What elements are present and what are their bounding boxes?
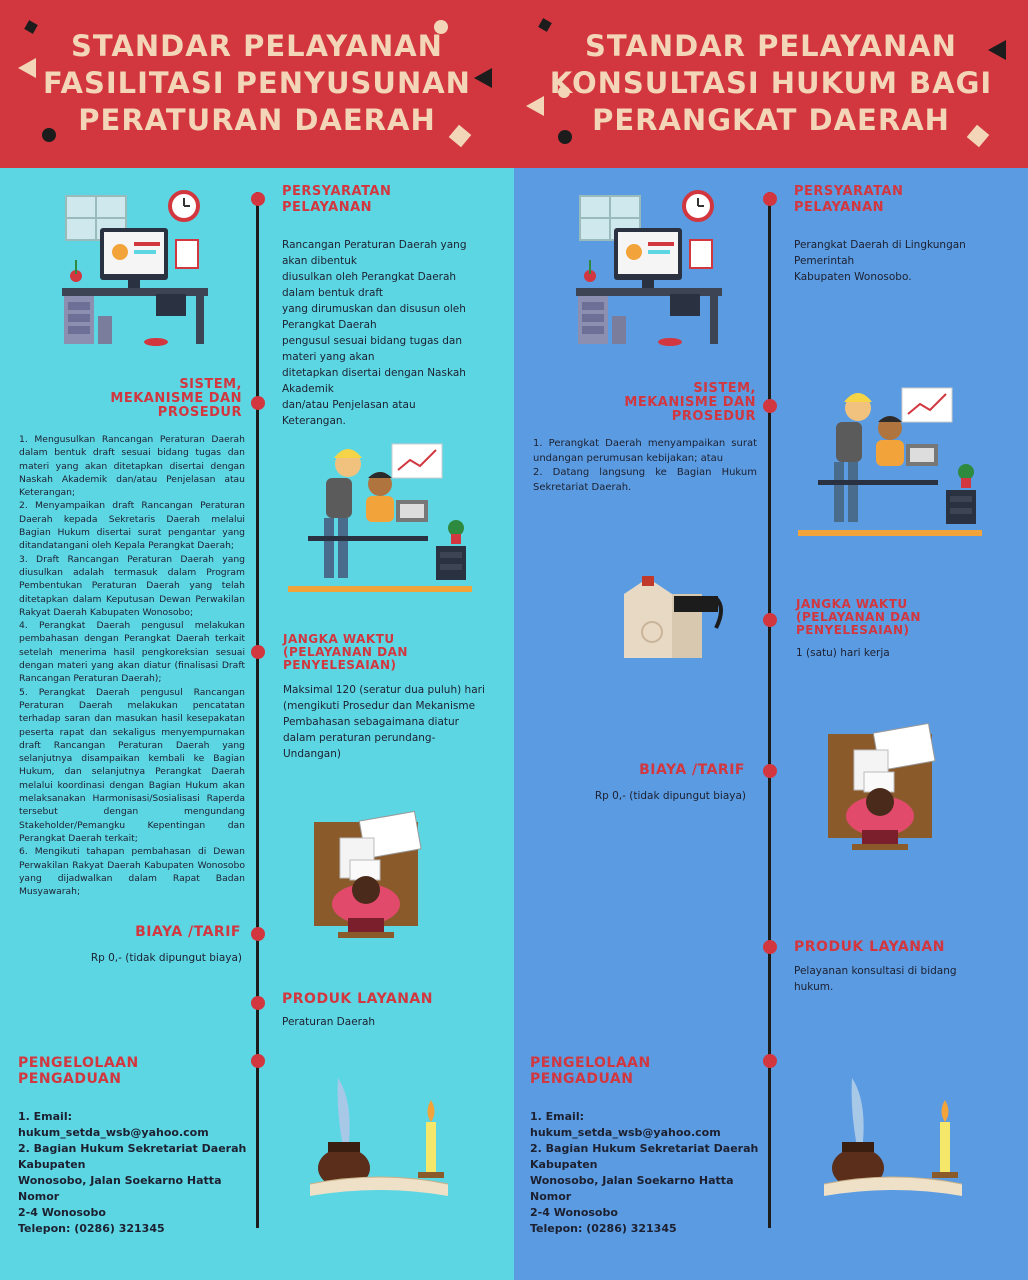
timeline-line: [768, 192, 771, 1228]
jangka-text: Maksimal 120 (seratur dua puluh) hari (m…: [283, 684, 485, 760]
shape-circle-icon: [558, 86, 570, 98]
right-panel: STANDAR PELAYANAN KONSULTASI HUKUM BAGI …: [514, 0, 1028, 1280]
biaya-text: Rp 0,- (tidak dipungut biaya): [594, 790, 746, 802]
pengaduan-text: 1. Email: hukum_setda_wsb@yahoo.com 2. B…: [18, 1110, 247, 1235]
timeline-dot: [251, 927, 265, 941]
biaya-text: Rp 0,- (tidak dipungut biaya): [90, 952, 242, 964]
produk-text: Peraturan Daerah: [282, 1016, 376, 1028]
office-desk-illustration: [576, 190, 722, 346]
timeline-line: [256, 192, 259, 1228]
section-title-pengaduan: PENGELOLAAN PENGADUAN: [530, 1055, 651, 1087]
shape-triangle-icon: [526, 96, 544, 116]
team-meeting-illustration: [288, 443, 472, 592]
list-item: 1. Perangkat Daerah menyampaikan surat u…: [533, 438, 757, 464]
section-title-biaya: BIAYA /TARIF: [135, 924, 241, 940]
shape-triangle-icon: [988, 40, 1006, 60]
section-title-persyaratan: PERSYARATAN PELAYANAN: [282, 184, 392, 215]
section-title-produk: PRODUK LAYANAN: [282, 991, 433, 1007]
shape-circle-icon: [42, 128, 56, 142]
timeline-dot: [251, 1054, 265, 1068]
left-panel: STANDAR PELAYANAN FASILITASI PENYUSUNAN …: [0, 0, 514, 1280]
section-title-sistem: SISTEM, MEKANISME DAN PROSEDUR: [110, 377, 242, 420]
coffee-bag-illustration: [624, 576, 723, 658]
list-item: 3. Draft Rancangan Peraturan Daerah yang…: [19, 553, 245, 618]
section-title-pengaduan: PENGELOLAAN PENGADUAN: [18, 1055, 139, 1087]
office-desk-illustration: [62, 190, 208, 346]
timeline-dot: [763, 1054, 777, 1068]
left-header: STANDAR PELAYANAN FASILITASI PENYUSUNAN …: [0, 0, 514, 168]
list-item: 6. Mengikuti tahapan pembahasan di Dewan…: [19, 846, 245, 898]
timeline-dot: [763, 613, 777, 627]
team-meeting-illustration: [798, 387, 982, 536]
timeline-dot: [251, 396, 265, 410]
timeline-dot: [763, 399, 777, 413]
shape-circle-icon: [558, 130, 572, 144]
section-title-jangka: JANGKA WAKTU (PELAYANAN DAN PENYELESAIAN…: [283, 632, 408, 672]
list-item: 2. Menyampaikan draft Rancangan Peratura…: [19, 500, 245, 552]
section-title-persyaratan: PERSYARATAN PELAYANAN: [794, 184, 904, 215]
reading-desk-illustration: [828, 722, 936, 850]
right-header: STANDAR PELAYANAN KONSULTASI HUKUM BAGI …: [514, 0, 1028, 168]
quill-candle-illustration: [823, 1078, 963, 1196]
timeline-dot: [251, 192, 265, 206]
timeline-dot: [763, 192, 777, 206]
reading-desk-illustration: [314, 810, 422, 938]
timeline-dot: [251, 645, 265, 659]
timeline-dot: [763, 764, 777, 778]
pengaduan-text: 1. Email: hukum_setda_wsb@yahoo.com 2. B…: [530, 1110, 759, 1235]
section-title-biaya: BIAYA /TARIF: [639, 762, 745, 778]
section-title-sistem: SISTEM, MEKANISME DAN PROSEDUR: [624, 381, 756, 424]
page-title: STANDAR PELAYANAN FASILITASI PENYUSUNAN …: [43, 29, 471, 137]
persyaratan-text: Perangkat Daerah di Lingkungan Pemerinta…: [794, 239, 966, 283]
shape-triangle-icon: [18, 58, 36, 78]
timeline-dot: [763, 940, 777, 954]
section-title-produk: PRODUK LAYANAN: [794, 939, 945, 955]
right-body-background: [514, 168, 1028, 1280]
list-item: 4. Perangkat Daerah pengusul melakukan p…: [19, 620, 245, 685]
quill-candle-illustration: [309, 1078, 449, 1196]
jangka-text: 1 (satu) hari kerja: [796, 647, 890, 659]
section-title-jangka: JANGKA WAKTU (PELAYANAN DAN PENYELESAIAN…: [796, 597, 921, 637]
persyaratan-text: Rancangan Peraturan Daerah yang akan dib…: [282, 239, 467, 427]
sistem-list: 1. Mengusulkan Rancangan Peraturan Daera…: [19, 433, 245, 898]
list-item: 1. Mengusulkan Rancangan Peraturan Daera…: [19, 434, 245, 499]
list-item: 5. Perangkat Daerah pengusul Rancangan P…: [19, 686, 245, 844]
sistem-list: 1. Perangkat Daerah menyampaikan surat u…: [533, 437, 757, 495]
shape-triangle-icon: [474, 68, 492, 88]
timeline-dot: [251, 996, 265, 1010]
page-title: STANDAR PELAYANAN KONSULTASI HUKUM BAGI …: [549, 29, 993, 137]
shape-circle-icon: [434, 20, 448, 34]
list-item: 2. Datang langsung ke Bagian Hukum Sekre…: [533, 467, 757, 493]
produk-text: Pelayanan konsultasi di bidang hukum.: [794, 965, 957, 993]
